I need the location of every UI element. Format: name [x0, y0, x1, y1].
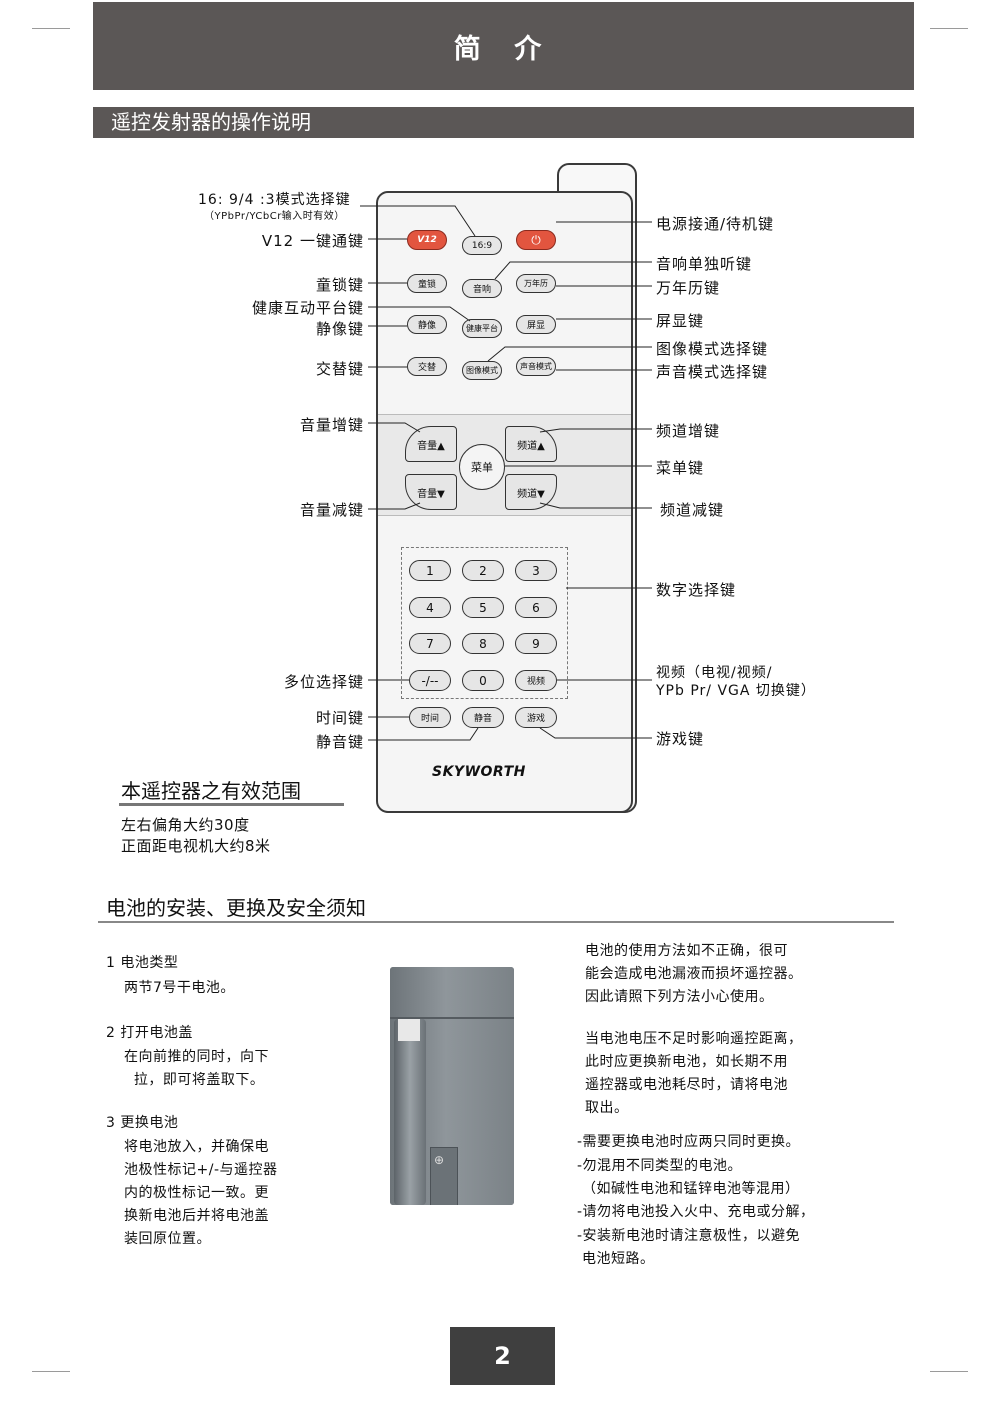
battery-warning-line: 电池的使用方法如不正确，很可: [585, 943, 788, 959]
game-button[interactable]: 游戏: [515, 707, 557, 728]
brand-logo: SKYWORTH: [432, 764, 526, 780]
range-title-underline: [119, 803, 344, 806]
digit-4-button[interactable]: 4: [409, 597, 451, 618]
label-audio-key: 音响单独听键: [656, 255, 753, 273]
digit-8-button[interactable]: 8: [462, 633, 504, 654]
menu-button[interactable]: 菜单: [459, 444, 505, 490]
battery-step-3-text: 将电池放入，并确保电: [124, 1139, 269, 1155]
picture-mode-button[interactable]: 图像模式: [462, 361, 502, 380]
battery-title-underline: [98, 921, 894, 923]
digit-7-button[interactable]: 7: [409, 633, 451, 654]
volume-down-button[interactable]: 音量▼: [405, 474, 457, 510]
numpad-outline: [401, 547, 568, 699]
power-button[interactable]: ⏻: [516, 230, 556, 250]
digit-6-button[interactable]: 6: [515, 597, 557, 618]
label-mute-key: 静音键: [315, 733, 364, 751]
label-child-lock-key: 童锁键: [315, 276, 364, 294]
crop-mark: [32, 28, 70, 29]
label-video-key-line2: YPb Pr/ VGA 切换键）: [656, 683, 816, 699]
section-title-remote: 遥控发射器的操作说明: [93, 107, 914, 138]
child-lock-button[interactable]: 童锁: [407, 274, 447, 293]
label-time-key: 时间键: [315, 709, 364, 727]
label-game-key: 游戏键: [656, 730, 705, 748]
label-volume-up-key: 音量增键: [299, 416, 364, 434]
digit-2-button[interactable]: 2: [462, 560, 504, 581]
label-channel-up-key: 频道增键: [656, 422, 721, 440]
health-platform-button[interactable]: 健康平台: [462, 319, 502, 338]
crop-mark: [930, 1371, 968, 1372]
battery-safety-item: -请勿将电池投入火中、充电或分解，: [577, 1204, 815, 1220]
calendar-button[interactable]: 万年历: [516, 274, 556, 293]
crop-mark: [930, 28, 968, 29]
battery-safety-item: -需要更换电池时应两只同时更换。: [577, 1134, 801, 1150]
range-title: 本遥控器之有效范围: [121, 779, 301, 803]
label-display-key: 屏显键: [656, 312, 705, 330]
display-button[interactable]: 屏显: [516, 315, 556, 334]
polarity-symbol: ⊕: [434, 1153, 445, 1167]
crop-mark: [32, 1371, 70, 1372]
volume-up-button[interactable]: 音量▲: [405, 426, 457, 462]
audio-button[interactable]: 音响: [462, 279, 502, 298]
battery-safety-item: （如碱性电池和锰锌电池等混用）: [577, 1181, 800, 1197]
label-aspect-note: （YPbPr/YCbCr输入时有效）: [204, 211, 345, 222]
label-multi-digit-key: 多位选择键: [283, 673, 364, 691]
battery-safety-item: -安装新电池时请注意极性，以避免: [577, 1228, 801, 1244]
freeze-button[interactable]: 静像: [407, 315, 447, 334]
battery-cover-photo: ⊕: [390, 967, 514, 1205]
label-video-key-line1: 视频（电视/视频/: [656, 665, 773, 681]
battery-warning-line: 能会造成电池漏液而损坏遥控器。: [585, 966, 803, 982]
battery-replace-line: 当电池电压不足时影响遥控距离，: [585, 1031, 803, 1047]
battery-warning-line: 因此请照下列方法小心使用。: [585, 989, 774, 1005]
time-button[interactable]: 时间: [409, 707, 451, 728]
battery-step-1-heading: 1 电池类型: [106, 955, 179, 971]
label-menu-key: 菜单键: [656, 459, 705, 477]
digit-3-button[interactable]: 3: [515, 560, 557, 581]
label-swap-key: 交替键: [315, 360, 364, 378]
mute-button[interactable]: 静音: [462, 707, 504, 728]
v12-button[interactable]: V12: [407, 230, 447, 250]
video-source-button[interactable]: 视频: [515, 670, 557, 691]
battery-replace-line: 取出。: [585, 1100, 629, 1116]
label-aspect-key: 16: 9/4 :3模式选择键: [198, 192, 351, 208]
battery-safety-item: -勿混用不同类型的电池。: [577, 1158, 743, 1174]
battery-replace-line: 此时应更换新电池，如长期不用: [585, 1054, 788, 1070]
battery-safety-item: 电池短路。: [577, 1251, 655, 1267]
battery-step-2-text: 拉，即可将盖取下。: [124, 1072, 265, 1088]
battery-step-2-heading: 2 打开电池盖: [106, 1025, 193, 1041]
sound-mode-button[interactable]: 声音模式: [516, 357, 556, 376]
label-volume-down-key: 音量减键: [299, 501, 364, 519]
battery-step-2-text: 在向前推的同时，向下: [124, 1049, 269, 1065]
label-sound-mode-key: 声音模式选择键: [656, 363, 769, 381]
digit-5-button[interactable]: 5: [462, 597, 504, 618]
battery-step-3-heading: 3 更换电池: [106, 1115, 179, 1131]
swap-button[interactable]: 交替: [407, 357, 447, 376]
label-picture-mode-key: 图像模式选择键: [656, 340, 769, 358]
aspect-ratio-button[interactable]: 16:9: [462, 236, 502, 255]
battery-step-3-text: 换新电池后并将电池盖: [124, 1208, 269, 1224]
channel-up-button[interactable]: 频道▲: [505, 426, 557, 462]
digit-0-button[interactable]: 0: [462, 670, 504, 691]
label-channel-down-key: 频道减键: [660, 501, 725, 519]
battery-step-3-text: 装回原位置。: [124, 1231, 211, 1247]
label-health-key: 健康互动平台键: [251, 299, 364, 317]
battery-step-1-text: 两节7号干电池。: [124, 980, 235, 996]
battery-section-title: 电池的安装、更换及安全须知: [106, 896, 366, 920]
battery-step-3-text: 内的极性标记一致。更: [124, 1185, 269, 1201]
battery-step-3-text: 池极性标记+/-与遥控器: [124, 1162, 278, 1178]
page-number: 2: [450, 1327, 555, 1385]
label-digit-keys: 数字选择键: [656, 581, 737, 599]
digit-9-button[interactable]: 9: [515, 633, 557, 654]
label-power-key: 电源接通/待机键: [656, 215, 775, 233]
battery-replace-line: 遥控器或电池耗尽时，请将电池: [585, 1077, 788, 1093]
digit-1-button[interactable]: 1: [409, 560, 451, 581]
page-title: 简 介: [93, 2, 914, 90]
label-calendar-key: 万年历键: [656, 279, 721, 297]
label-freeze-key: 静像键: [315, 320, 364, 338]
range-line-1: 左右偏角大约30度: [121, 816, 250, 834]
multi-digit-button[interactable]: -/--: [409, 670, 451, 691]
label-v12-key: V12 一键通键: [261, 232, 364, 250]
range-line-2: 正面距电视机大约8米: [121, 837, 271, 855]
